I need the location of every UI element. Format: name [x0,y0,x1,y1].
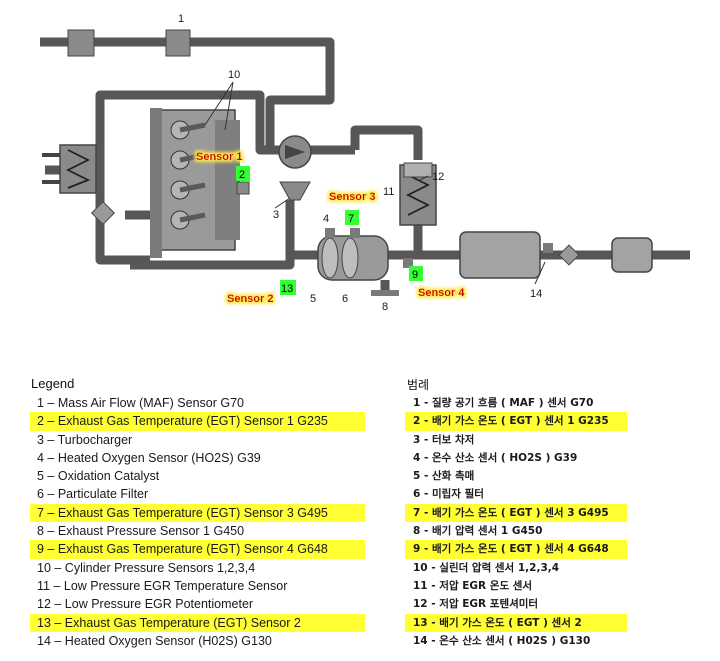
intercooler [42,144,97,194]
legend-item: 13 – Exhaust Gas Temperature (EGT) Senso… [30,613,365,632]
legend-item: 11 - 저압 EGR 온도 센서 [413,579,533,592]
tag-9: 9 [412,269,418,281]
legend-item: 2 - 배기 가스 온도 ( EGT ) 센서 1 G235 [405,412,627,431]
catalyst-filter [317,228,399,296]
legend-item: 13 - 배기 가스 온도 ( EGT ) 센서 2 [405,613,627,632]
legend-item: 7 - 배기 가스 온도 ( EGT ) 센서 3 G495 [405,503,627,523]
legend-item: 14 - 온수 산소 센서 ( H02S ) G130 [413,634,591,647]
legend-item: 11 – Low Pressure EGR Temperature Sensor [37,578,288,593]
legend-item: 4 – Heated Oxygen Sensor (HO2S) G39 [37,450,261,465]
callout-14: 14 [530,288,542,300]
legend-item: 10 – Cylinder Pressure Sensors 1,2,3,4 [37,560,256,575]
callout-4: 4 [323,213,329,225]
legend-rows-ko: 1 - 질량 공기 흐름 ( MAF ) 센서 G70 2 - 배기 가스 온도 … [405,394,720,650]
sensor-4-label: Sensor 4 [418,287,465,299]
legend-item: 2 – Exhaust Gas Temperature (EGT) Sensor… [30,412,365,431]
legend-item: 14 – Heated Oxygen Sensor (H02S) G130 [37,633,272,648]
legend-item: 6 – Particulate Filter [37,487,149,502]
sensor-3-label: Sensor 3 [329,191,375,203]
legend-title-ko: 범례 [407,378,430,392]
legend-item: 8 – Exhaust Pressure Sensor 1 G450 [37,524,245,539]
sensor-labels: Sensor 1 Sensor 2 Sensor 3 Sensor 4 [196,151,465,305]
sensor-1-label: Sensor 1 [196,151,242,163]
maf-sensor [67,29,191,57]
legend-item: 1 – Mass Air Flow (MAF) Sensor G70 [37,396,245,410]
legend-title-en: Legend [31,376,75,391]
legend-item: 7 – Exhaust Gas Temperature (EGT) Sensor… [30,503,365,523]
legend-item: 6 - 미립자 필터 [413,488,484,501]
exhaust-system-diagram: 1 3 4 5 6 8 10 11 12 14 2 7 9 13 Sensor … [40,13,690,313]
callout-3: 3 [273,209,279,221]
callout-6: 6 [342,293,348,305]
legend-item: 9 – Exhaust Gas Temperature (EGT) Sensor… [30,540,365,559]
callout-12: 12 [432,171,444,183]
legend-item: 8 - 배기 압력 센서 1 G450 [413,525,543,538]
legend-item: 1 - 질량 공기 흐름 ( MAF ) 센서 G70 [413,397,594,409]
legend-item: 5 – Oxidation Catalyst [37,469,160,484]
egr-cooler [399,162,437,226]
legend-item: 3 - 터보 차저 [413,433,475,446]
callout-1: 1 [178,13,184,25]
callout-leaders [204,81,546,285]
tag-7: 7 [348,213,354,225]
silencers [403,231,653,279]
legend-item: 9 - 배기 가스 온도 ( EGT ) 센서 4 G648 [405,540,627,559]
callout-8: 8 [382,301,388,313]
green-tags: 2 7 9 13 [236,166,423,295]
tag-13: 13 [281,283,293,295]
legend-item: 3 – Turbocharger [37,432,133,447]
sensor-2-label: Sensor 2 [227,293,273,305]
callout-10: 10 [228,69,240,81]
legend-rows-en: 1 – Mass Air Flow (MAF) Sensor G70 2 – Ex… [0,394,400,650]
legend-item: 5 - 산화 촉매 [413,470,475,483]
callout-5: 5 [310,293,316,305]
engine-block [90,108,240,258]
tag-2: 2 [239,169,245,181]
callout-numbers: 1 3 4 5 6 8 10 11 12 14 [178,13,542,313]
callout-11: 11 [383,186,394,198]
legend-item: 10 - 실린더 압력 센서 1,2,3,4 [413,561,560,574]
legend-item: 12 - 저압 EGR 포텐셔미터 [413,598,539,611]
pipes [40,37,690,292]
turbocharger [236,135,312,201]
legend-item: 4 - 온수 산소 센서 ( HO2S ) G39 [413,451,578,464]
legend-item: 12 – Low Pressure EGR Potentiometer [37,597,254,612]
